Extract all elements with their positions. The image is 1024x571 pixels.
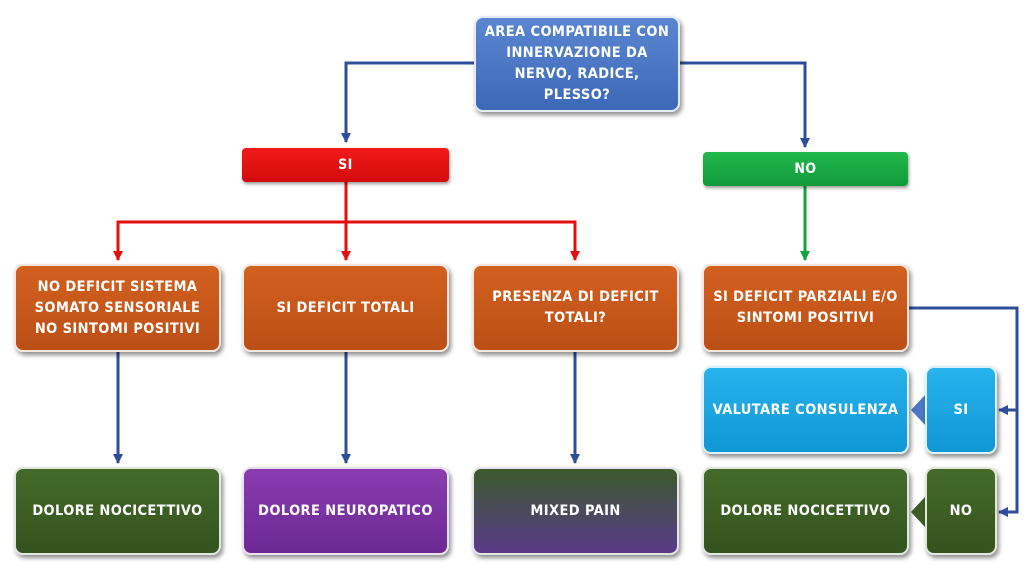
no-small-text: NO <box>949 502 973 519</box>
mixed-pain-text: MIXED PAIN <box>530 502 621 519</box>
no-small-box: NO <box>925 467 997 555</box>
dolore-neuropatico-box: DOLORE NEUROPATICO <box>242 467 449 555</box>
si-deficit-parziali-box: SI DEFICIT PARZIALI E/O SINTOMI POSITIVI <box>702 264 909 352</box>
no-bar: NO <box>703 152 908 186</box>
presenza-deficit-box: PRESENZA DI DEFICIT TOTALI? <box>472 264 679 352</box>
si-deficit-parziali-text: SI DEFICIT PARZIALI E/O SINTOMI POSITIVI <box>713 289 898 326</box>
arrow-question-to-no <box>680 61 810 148</box>
si-bar: SI <box>242 148 449 182</box>
presenza-deficit-text: PRESENZA DI DEFICIT TOTALI? <box>492 289 659 326</box>
arrow-si-branch-right <box>346 220 580 261</box>
si-bar-label: SI <box>338 157 353 173</box>
arrow-si-branch-left <box>113 220 346 261</box>
dolore-nocicettivo-box-2: DOLORE NOCICETTIVO <box>702 467 909 555</box>
mixed-pain-box: MIXED PAIN <box>472 467 679 555</box>
arrow-question-to-si <box>341 61 474 143</box>
si-deficit-totali-box: SI DEFICIT TOTALI <box>242 264 449 352</box>
pointer-no-to-nocicettivo <box>911 497 925 527</box>
si-small-box: SI <box>925 366 997 454</box>
dolore-nocicettivo-text-2: DOLORE NOCICETTIVO <box>720 502 891 519</box>
si-small-text: SI <box>953 401 969 418</box>
arrow-parziali-to-no <box>998 410 1019 517</box>
dolore-neuropatico-text: DOLORE NEUROPATICO <box>258 502 433 519</box>
dolore-nocicettivo-box-1: DOLORE NOCICETTIVO <box>14 467 221 555</box>
valutare-consulenza-box: VALUTARE CONSULENZA <box>702 366 909 454</box>
arrow-parziali-to-si <box>909 306 1019 415</box>
pointer-si-to-consulenza <box>911 395 925 425</box>
no-deficit-box: NO DEFICIT SISTEMA SOMATO SENSORIALE NO … <box>14 264 221 352</box>
question-box: AREA COMPATIBILE CON INNERVAZIONE DA NER… <box>474 16 680 112</box>
no-deficit-text: NO DEFICIT SISTEMA SOMATO SENSORIALE NO … <box>34 278 201 337</box>
valutare-consulenza-text: VALUTARE CONSULENZA <box>712 401 899 418</box>
no-bar-label: NO <box>794 161 817 177</box>
question-text: AREA COMPATIBILE CON INNERVAZIONE DA NER… <box>484 24 670 103</box>
dolore-nocicettivo-text-1: DOLORE NOCICETTIVO <box>32 502 203 519</box>
si-deficit-totali-text: SI DEFICIT TOTALI <box>276 299 415 316</box>
